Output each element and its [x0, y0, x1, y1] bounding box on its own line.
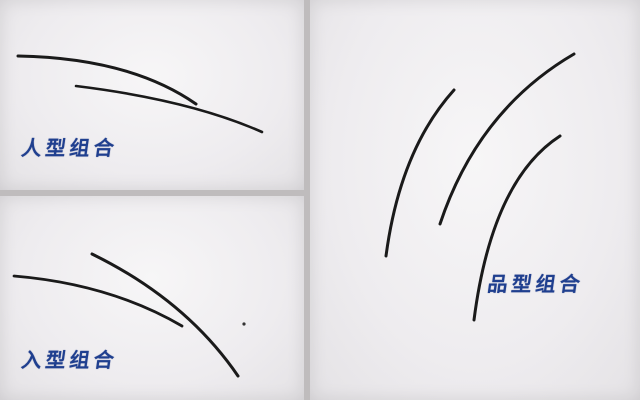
panel-enter-type: 入型组合 [0, 196, 304, 400]
panel-pin-type: 品型组合 [310, 0, 640, 400]
stroke-trio-pin [384, 52, 576, 322]
caption-person-type: 人型组合 [20, 136, 120, 160]
caption-enter-type: 入型组合 [20, 348, 120, 372]
panel-person-type: 人型组合 [0, 0, 304, 190]
stroke-pair-person [16, 54, 264, 134]
caption-pin-type: 品型组合 [486, 272, 586, 296]
stroke-pair-enter [12, 252, 246, 378]
